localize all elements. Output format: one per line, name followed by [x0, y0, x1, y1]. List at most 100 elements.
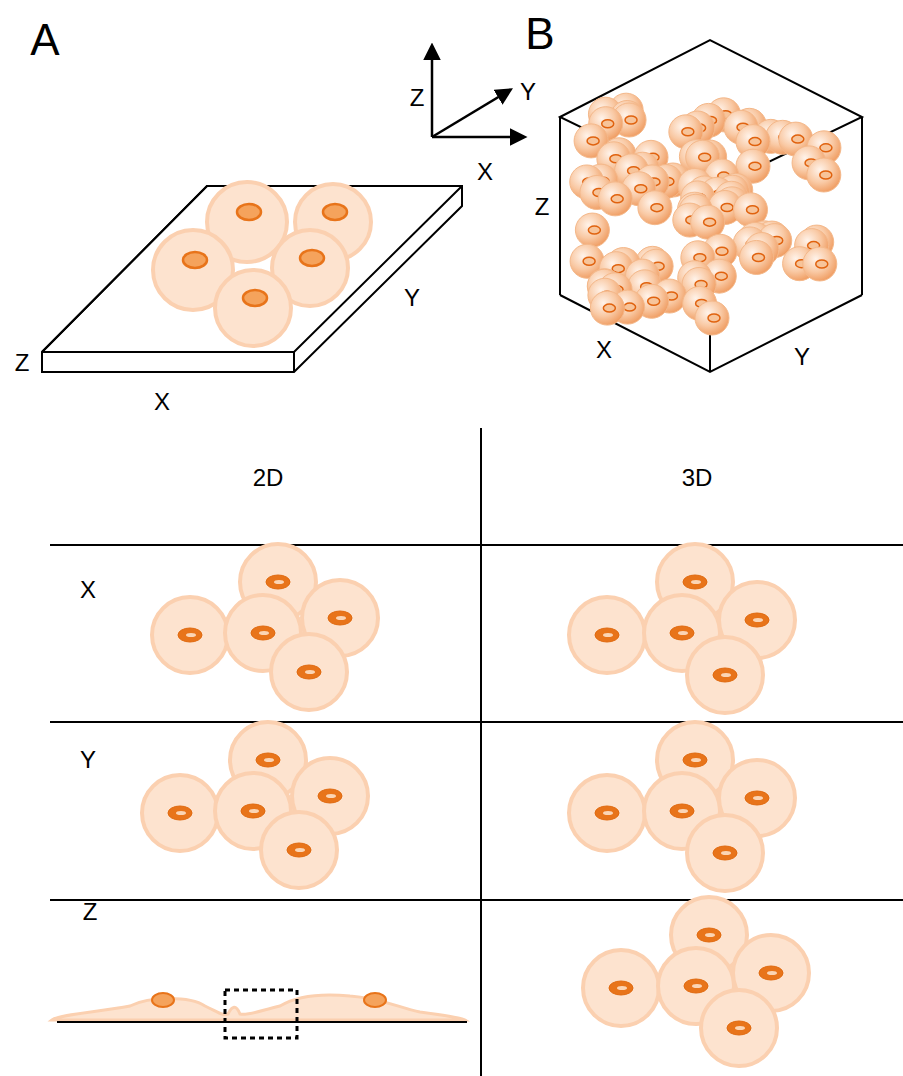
cell-clusters [142, 544, 809, 1066]
nucleolus [326, 794, 336, 798]
nucleus [682, 128, 694, 136]
nucleus [583, 257, 595, 265]
nucleolus [678, 809, 688, 813]
nucleus [670, 804, 694, 818]
nucleus [697, 928, 721, 942]
axis-label: X [596, 338, 612, 362]
nucleolus [305, 670, 315, 674]
side-view-cells [52, 990, 467, 1038]
cell [271, 634, 347, 710]
nucleolus [603, 633, 613, 637]
axis-label: Z [15, 351, 30, 375]
nucleus [300, 250, 324, 266]
cell [142, 775, 218, 851]
nucleus [602, 120, 614, 128]
nucleolus [705, 933, 715, 937]
spheroid-cells [570, 93, 841, 335]
nucleus [251, 626, 275, 640]
nucleus [287, 843, 311, 857]
flat-cells [153, 182, 371, 346]
nucleus [168, 806, 192, 820]
nucleus [266, 575, 290, 589]
nucleus [745, 791, 769, 805]
sphere-cell [803, 247, 837, 281]
nucleus [256, 753, 280, 767]
table-header: Z [83, 900, 98, 924]
nucleus [587, 137, 599, 145]
nucleus [792, 135, 804, 143]
culture-plate [42, 186, 462, 372]
nucleus [183, 252, 207, 268]
axis-label: X [154, 390, 170, 414]
nucleolus [721, 673, 731, 677]
sphere-cell [695, 301, 729, 335]
nucleolus [735, 1026, 745, 1030]
nucleus [708, 314, 720, 322]
nucleolus [603, 811, 613, 815]
table-header: Y [80, 748, 96, 772]
nucleus [683, 575, 707, 589]
nucleolus [753, 796, 763, 800]
nucleus [745, 613, 769, 627]
nucleus [704, 218, 716, 226]
nucleus [178, 628, 202, 642]
nucleus [635, 185, 647, 193]
nucleus [243, 290, 267, 306]
nucleus [684, 979, 708, 993]
cell [569, 597, 645, 673]
table-header: 2D [253, 466, 284, 490]
cell [687, 637, 763, 713]
axis-label: Y [404, 286, 420, 310]
nucleolus [617, 986, 627, 990]
nucleolus [264, 758, 274, 762]
table-grid [50, 428, 903, 1076]
nucleolus [691, 758, 701, 762]
nucleolus [186, 633, 196, 637]
nucleus [713, 846, 737, 860]
nucleus [297, 665, 321, 679]
nucleolus [249, 809, 259, 813]
nucleolus [691, 580, 701, 584]
sphere-cell [575, 213, 609, 247]
axis-label: X [477, 160, 493, 184]
nucleus [721, 203, 733, 211]
nucleus [683, 753, 707, 767]
cell [687, 815, 763, 891]
table-header: 3D [682, 466, 713, 490]
sphere-cell [807, 158, 841, 192]
axis-label: Z [535, 195, 550, 219]
nucleus [609, 981, 633, 995]
cell [583, 950, 659, 1026]
nucleus [820, 144, 832, 152]
axis-label: Z [410, 86, 425, 110]
nucleus [611, 195, 623, 203]
nucleus [595, 806, 619, 820]
nucleolus [295, 848, 305, 852]
cell [215, 270, 291, 346]
panel-letter: B [525, 12, 554, 56]
nucleus [816, 260, 828, 268]
sphere-cell [598, 182, 632, 216]
cell [152, 597, 228, 673]
sphere-cell [739, 240, 773, 274]
nucleolus [176, 811, 186, 815]
nucleus [670, 626, 694, 640]
nucleus [625, 116, 637, 124]
nucleus [595, 628, 619, 642]
nucleus [624, 303, 636, 311]
axis-arrows [432, 46, 524, 137]
nucleolus [753, 618, 763, 622]
nucleus [715, 272, 727, 280]
nucleus [241, 804, 265, 818]
nucleus [759, 966, 783, 980]
nucleus [328, 611, 352, 625]
nucleus [727, 1021, 751, 1035]
nucleolus [274, 580, 284, 584]
cell [701, 990, 777, 1066]
nucleus [749, 162, 761, 170]
cube-outline [560, 40, 862, 372]
nucleus [752, 253, 764, 261]
nucleus [747, 206, 759, 214]
